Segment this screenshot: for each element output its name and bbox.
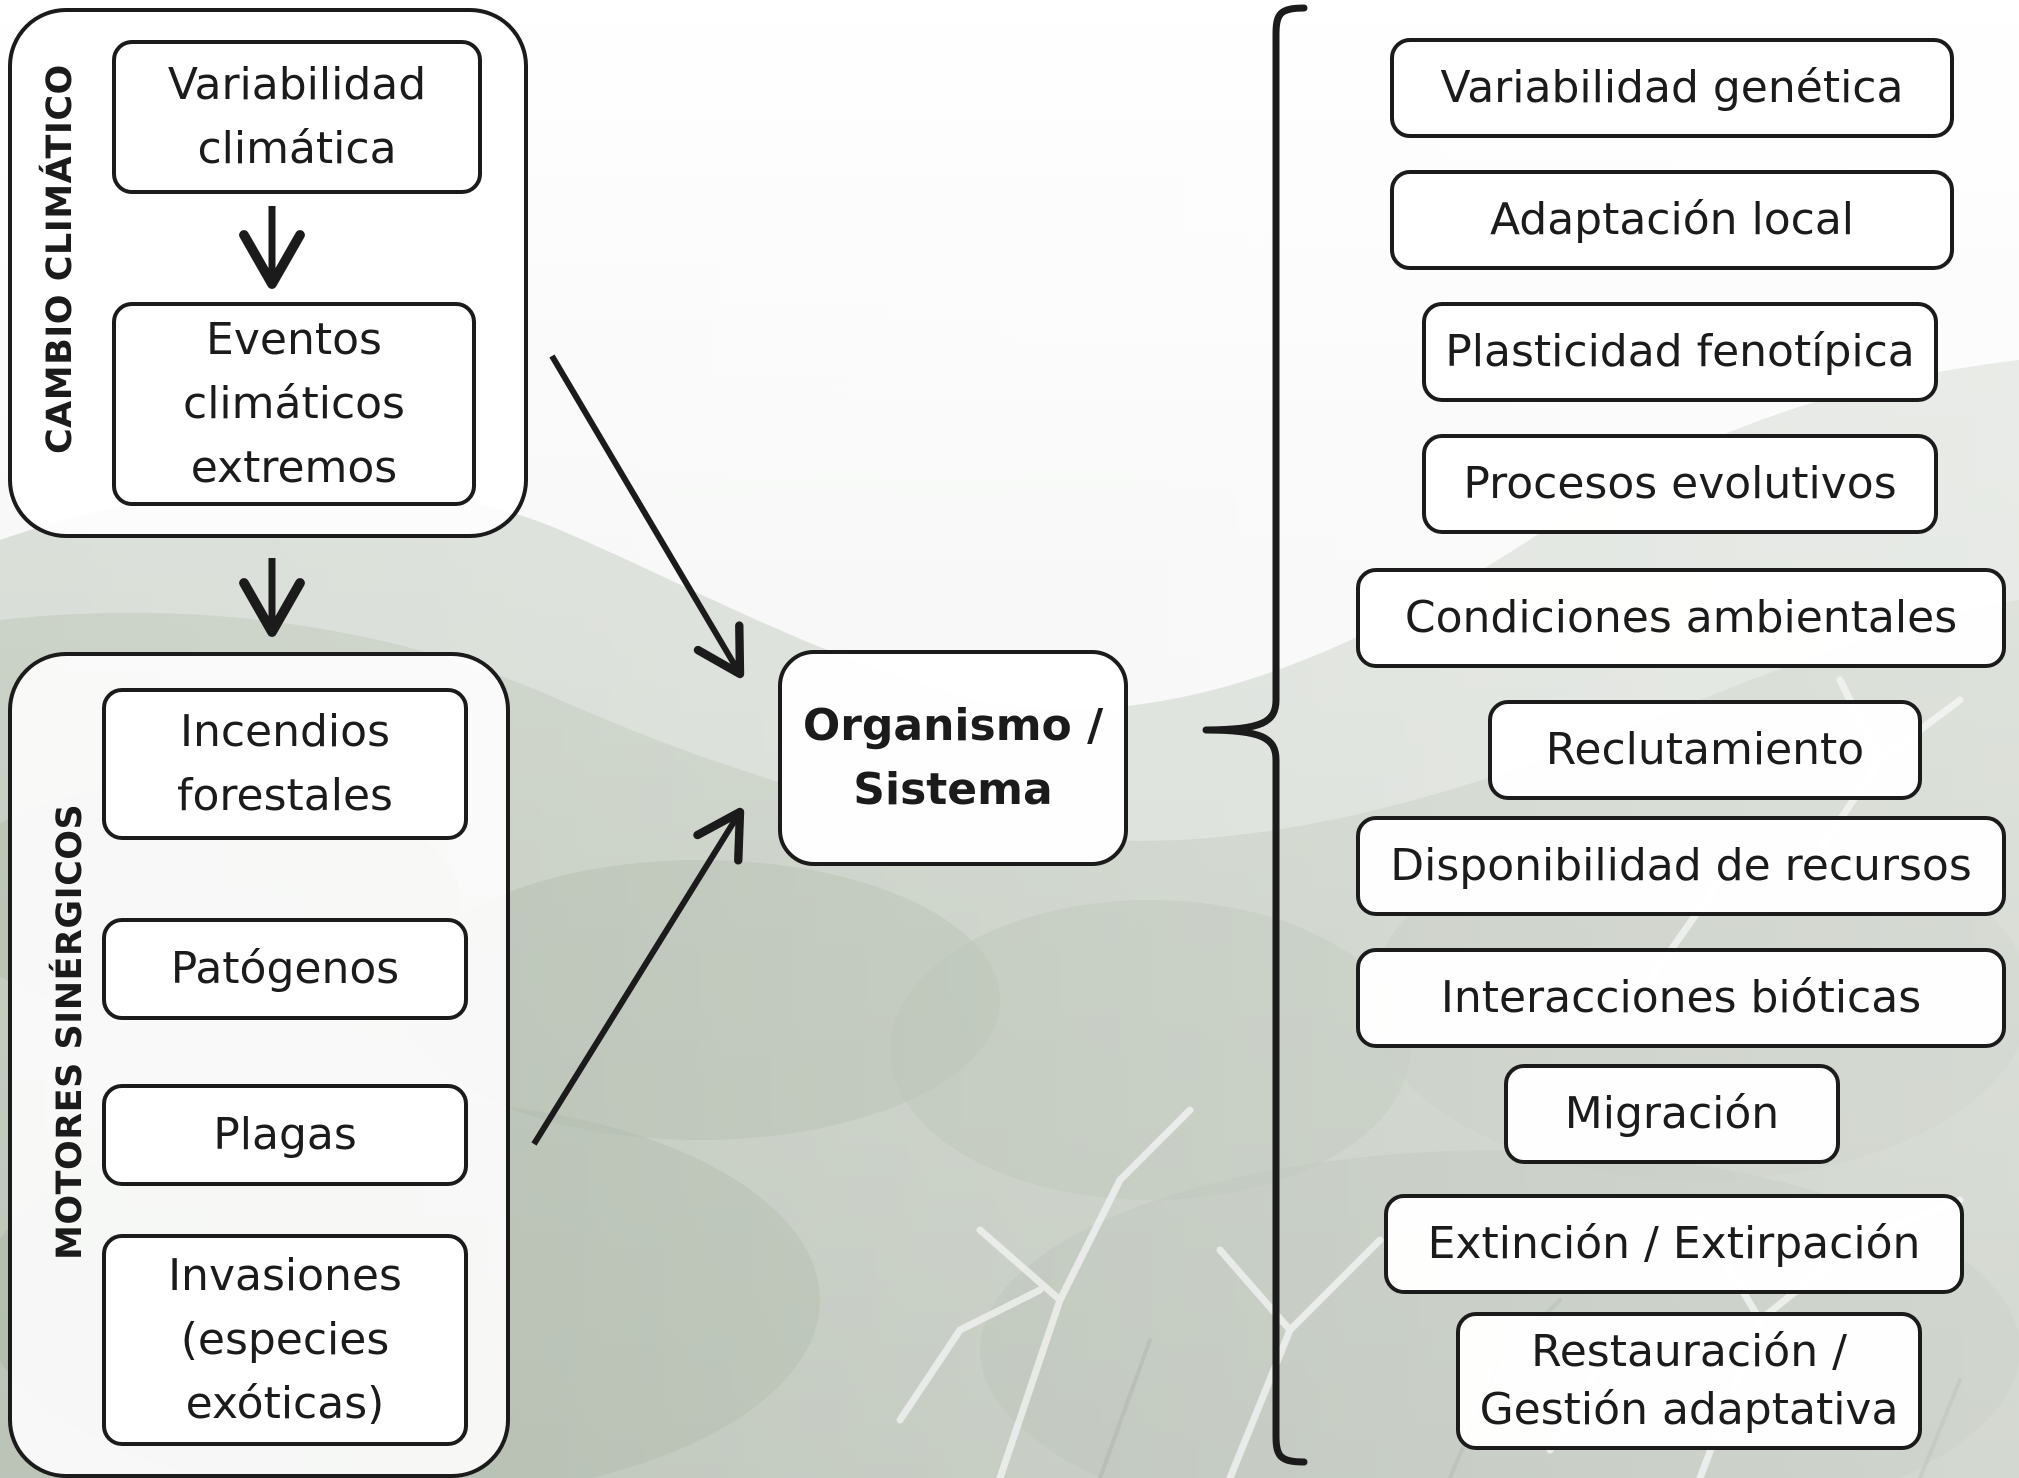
factor-restoration: Restauración / Gestión adaptativa (1456, 1312, 1922, 1450)
pests-label: Plagas (213, 1109, 357, 1160)
factor-phenotypic-plasticity: Plasticidad fenotípica (1422, 302, 1938, 402)
factor-biotic-interactions-label: Interacciones bióticas (1440, 972, 1922, 1023)
factor-evolutionary-processes: Procesos evolutivos (1422, 434, 1938, 534)
pathogens-box: Patógenos (102, 918, 468, 1020)
climate-variability-box: Variabilidad climática (112, 40, 482, 194)
climate-variability-line-1: Variabilidad (167, 59, 427, 110)
factor-evolutionary-processes-label: Procesos evolutivos (1463, 458, 1897, 509)
invasions-line-3: exóticas) (185, 1378, 385, 1429)
factor-restoration-line-2: Gestión adaptativa (1479, 1384, 1899, 1435)
factor-resource-availability: Disponibilidad de recursos (1356, 816, 2006, 916)
climate-change-group-label: CAMBIO CLIMÁTICO (40, 64, 80, 454)
invasions-line-1: Invasiones (168, 1250, 402, 1301)
pests-box: Plagas (102, 1084, 468, 1186)
organism-system-line-2: Sistema (853, 764, 1053, 815)
factor-restoration-line-1: Restauración / (1531, 1326, 1847, 1377)
factor-environmental-conditions-label: Condiciones ambientales (1404, 592, 1958, 643)
extreme-events-line-2: climáticos (183, 378, 405, 429)
factor-phenotypic-plasticity-label: Plasticidad fenotípica (1445, 326, 1915, 377)
extreme-events-line-1: Eventos (206, 314, 382, 365)
organism-system-box: Organismo / Sistema (778, 650, 1128, 866)
factor-extinction: Extinción / Extirpación (1384, 1194, 1964, 1294)
factor-genetic-variability: Variabilidad genética (1390, 38, 1954, 138)
factor-migration: Migración (1504, 1064, 1840, 1164)
factor-genetic-variability-label: Variabilidad genética (1440, 62, 1904, 113)
factor-extinction-label: Extinción / Extirpación (1427, 1218, 1921, 1269)
factor-local-adaptation: Adaptación local (1390, 170, 1954, 270)
invasions-box: Invasiones (especies exóticas) (102, 1234, 468, 1446)
factor-biotic-interactions: Interacciones bióticas (1356, 948, 2006, 1048)
factor-environmental-conditions: Condiciones ambientales (1356, 568, 2006, 668)
factor-resource-availability-label: Disponibilidad de recursos (1390, 840, 1972, 891)
extreme-events-line-3: extremos (190, 442, 398, 493)
climate-variability-line-2: climática (197, 123, 397, 174)
forest-fires-line-1: Incendios (179, 706, 390, 757)
forest-fires-box: Incendios forestales (102, 688, 468, 840)
factor-recruitment: Reclutamiento (1488, 700, 1922, 800)
extreme-events-box: Eventos climáticos extremos (112, 302, 476, 506)
factor-local-adaptation-label: Adaptación local (1489, 194, 1855, 245)
factor-recruitment-label: Reclutamiento (1545, 724, 1865, 775)
pathogens-label: Patógenos (170, 943, 400, 994)
forest-fires-line-2: forestales (177, 770, 393, 821)
organism-system-line-1: Organismo / (802, 700, 1104, 751)
factor-migration-label: Migración (1564, 1088, 1780, 1139)
invasions-line-2: (especies (180, 1314, 390, 1365)
synergic-drivers-group-label: MOTORES SINÉRGICOS (50, 803, 90, 1260)
